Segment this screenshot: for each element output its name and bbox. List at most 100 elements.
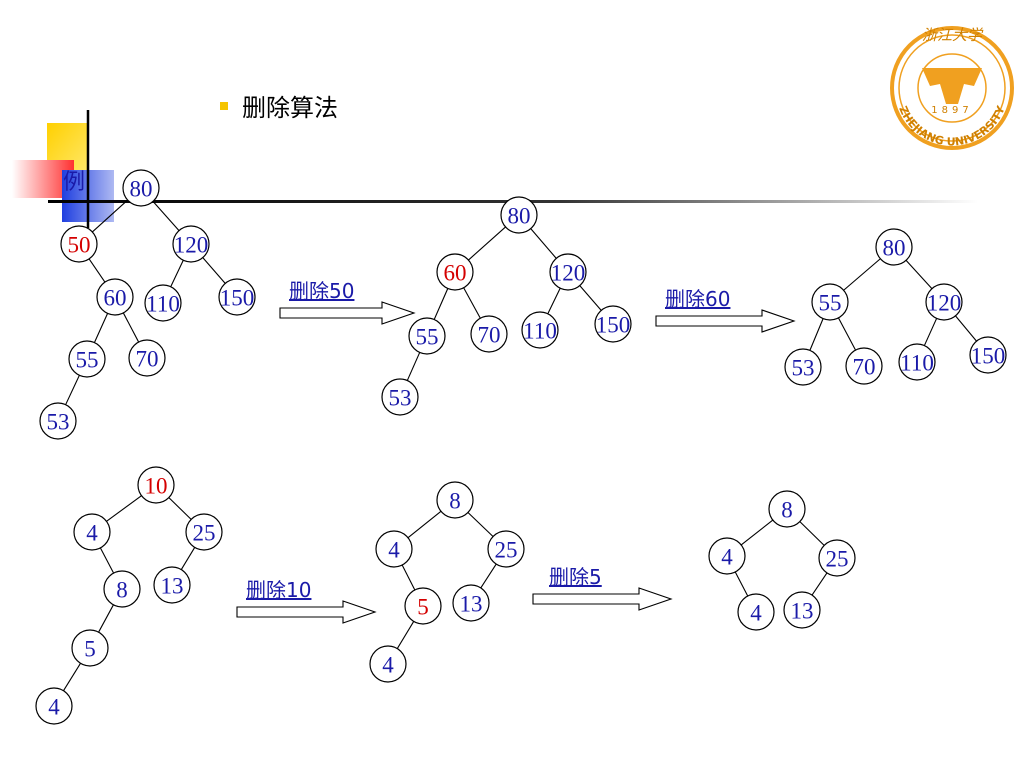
tree-edge [91,199,129,233]
tree-2: 80 60 120 55 70 110 150 53 [381,196,632,416]
node-label: 25 [193,521,216,546]
title-decoration: 例 [12,110,978,228]
tree-node: 25 [185,513,223,551]
tree-node: 80 [122,169,160,207]
tree-node: 110 [521,311,559,349]
tree-edge [106,495,142,522]
tree-node: 70 [845,347,883,385]
tree-node: 10 [137,466,175,504]
node-circle [185,513,223,551]
operation-label: 删除50 [289,279,354,303]
node-circle [73,513,111,551]
node-label: 110 [523,319,557,344]
tree-edge [401,564,416,591]
tree-node: 70 [470,315,508,353]
tree-node: 55 [811,283,849,321]
logo-year: 1897 [931,105,972,116]
tree-edge [168,497,192,520]
tree-node: 4 [375,530,413,568]
tree-edge [467,512,494,537]
node-circle [969,336,1007,374]
tree-edge [799,521,825,546]
node-label: 25 [826,547,849,572]
tree-edge [63,663,81,691]
tree-edge [530,228,557,259]
node-circle [549,253,587,291]
node-circle [68,340,106,378]
tree-edge [843,258,881,291]
tree-node: 8 [768,490,806,528]
operation-label: 删除60 [665,287,730,311]
tree-edge [99,547,115,574]
node-label: 25 [495,538,518,563]
node-label: 80 [130,177,153,202]
tree-node: 60 [436,253,474,291]
operation-label: 删除5 [549,565,602,589]
node-label: 150 [971,344,1006,369]
node-circle [898,343,936,381]
node-label: 4 [382,653,394,678]
bullet-square-icon [220,101,228,110]
node-label: 13 [791,599,814,624]
node-circle [408,317,446,355]
node-circle [103,570,141,608]
operation-op1: 删除50 [279,279,416,325]
tree-edge [955,315,977,342]
tree-node: 55 [408,317,446,355]
node-circle [708,537,746,575]
node-label: 55 [416,325,439,350]
node-label: 53 [389,386,412,411]
node-label: 120 [551,261,586,286]
operations-layer: 删除50 删除60 删除10 删除5 [236,279,796,624]
bullet-heading: 删除算法 [220,88,338,123]
right-arrow-icon [236,600,377,624]
tree-node: 110 [144,284,182,322]
node-circle [875,228,913,266]
right-arrow-icon [279,301,416,325]
tree-edge [433,288,449,320]
logo-emblem-icon [922,68,982,104]
node-label: 60 [104,286,127,311]
node-circle [35,687,73,725]
node-label: 110 [146,292,180,317]
tree-node: 4 [369,645,407,683]
tree-edge [740,519,774,546]
node-circle [521,311,559,349]
tree-node: 110 [898,343,936,381]
node-circle [137,466,175,504]
operation-op2: 删除60 [655,287,796,333]
operation-label: 删除10 [246,578,311,602]
tree-edge [468,226,506,261]
node-circle [500,196,538,234]
node-circle [404,587,442,625]
node-circle [71,629,109,667]
tree-node: 13 [153,566,191,604]
node-circle [594,305,632,343]
tree-edge [180,547,196,570]
node-label: 120 [174,233,209,258]
node-circle [369,645,407,683]
tree-edge [811,572,828,596]
node-label: 80 [883,236,906,261]
tree-node: 53 [381,378,419,416]
tree-edge [202,257,226,284]
tree-edge [88,258,106,283]
node-label: 70 [136,347,159,372]
node-label: 13 [460,592,483,617]
node-label: 80 [508,204,531,229]
node-circle [737,593,775,631]
zhejiang-university-logo: 浙江大学 1897 ZHEJIANG UNIVERSITY [890,26,1014,150]
node-circle [381,378,419,416]
tree-node: 150 [594,305,632,343]
operation-op4: 删除5 [532,565,673,611]
node-label: 10 [145,474,168,499]
node-circle [436,481,474,519]
node-label: 5 [84,637,96,662]
tree-edge [547,287,561,315]
node-circle [768,490,806,528]
